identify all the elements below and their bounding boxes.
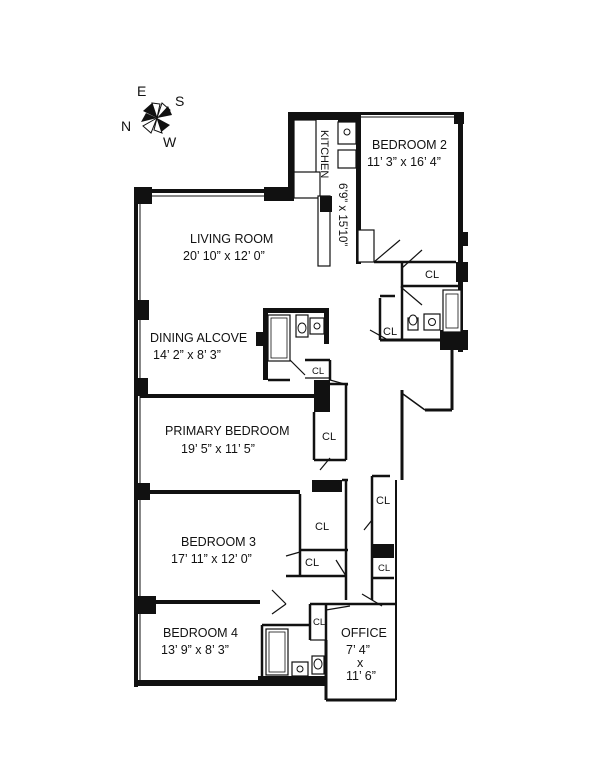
- closet-label: CL: [312, 366, 324, 377]
- office-dim-x: x: [357, 656, 364, 670]
- dining-alcove-dims: 14’ 2” x 8’ 3”: [153, 348, 221, 362]
- closet-label: CL: [313, 617, 325, 628]
- closet-label: CL: [322, 431, 336, 443]
- kitchen-name: KITCHEN: [318, 130, 330, 178]
- compass-w-label: W: [163, 134, 177, 150]
- bedroom-4-dims: 13’ 9” x 8’ 3”: [161, 643, 229, 657]
- closet-labels: CL CL CL CL CL CL CL CL CL: [305, 269, 439, 628]
- compass-e-label: E: [137, 83, 146, 99]
- closet-label: CL: [425, 269, 439, 281]
- primary-bedroom-dims: 19’ 5” x 11’ 5”: [181, 442, 255, 456]
- closet-label: CL: [315, 521, 329, 533]
- office-dim-2: 11’ 6”: [346, 669, 376, 683]
- bedroom-2-dims: 11’ 3” x 16’ 4”: [367, 155, 441, 169]
- closet-label: CL: [376, 495, 390, 507]
- office-name: OFFICE: [341, 626, 387, 640]
- compass-s-label: S: [175, 93, 184, 109]
- living-room-name: LIVING ROOM: [190, 232, 273, 246]
- living-room-dims: 20’ 10” x 12’ 0”: [183, 249, 265, 263]
- office-dim-1: 7’ 4”: [346, 643, 370, 657]
- dining-alcove-name: DINING ALCOVE: [150, 331, 247, 345]
- interior-walls: [140, 112, 462, 677]
- bedroom-3-dims: 17’ 11” x 12’ 0”: [171, 552, 252, 566]
- closet-label: CL: [378, 563, 390, 574]
- closet-label: CL: [305, 557, 319, 569]
- closet-label: CL: [383, 326, 397, 338]
- primary-bedroom-name: PRIMARY BEDROOM: [165, 424, 290, 438]
- room-labels: LIVING ROOM 20’ 10” x 12’ 0” DINING ALCO…: [150, 130, 447, 683]
- bedroom-3-name: BEDROOM 3: [181, 535, 256, 549]
- compass-rose: E S N W: [121, 83, 184, 150]
- compass-n-label: N: [121, 118, 131, 134]
- bedroom-4-name: BEDROOM 4: [163, 626, 238, 640]
- exterior-walls: [134, 112, 468, 702]
- kitchen-dims: 6’9” x 15’10”: [336, 183, 348, 246]
- bedroom-2-name: BEDROOM 2: [372, 138, 447, 152]
